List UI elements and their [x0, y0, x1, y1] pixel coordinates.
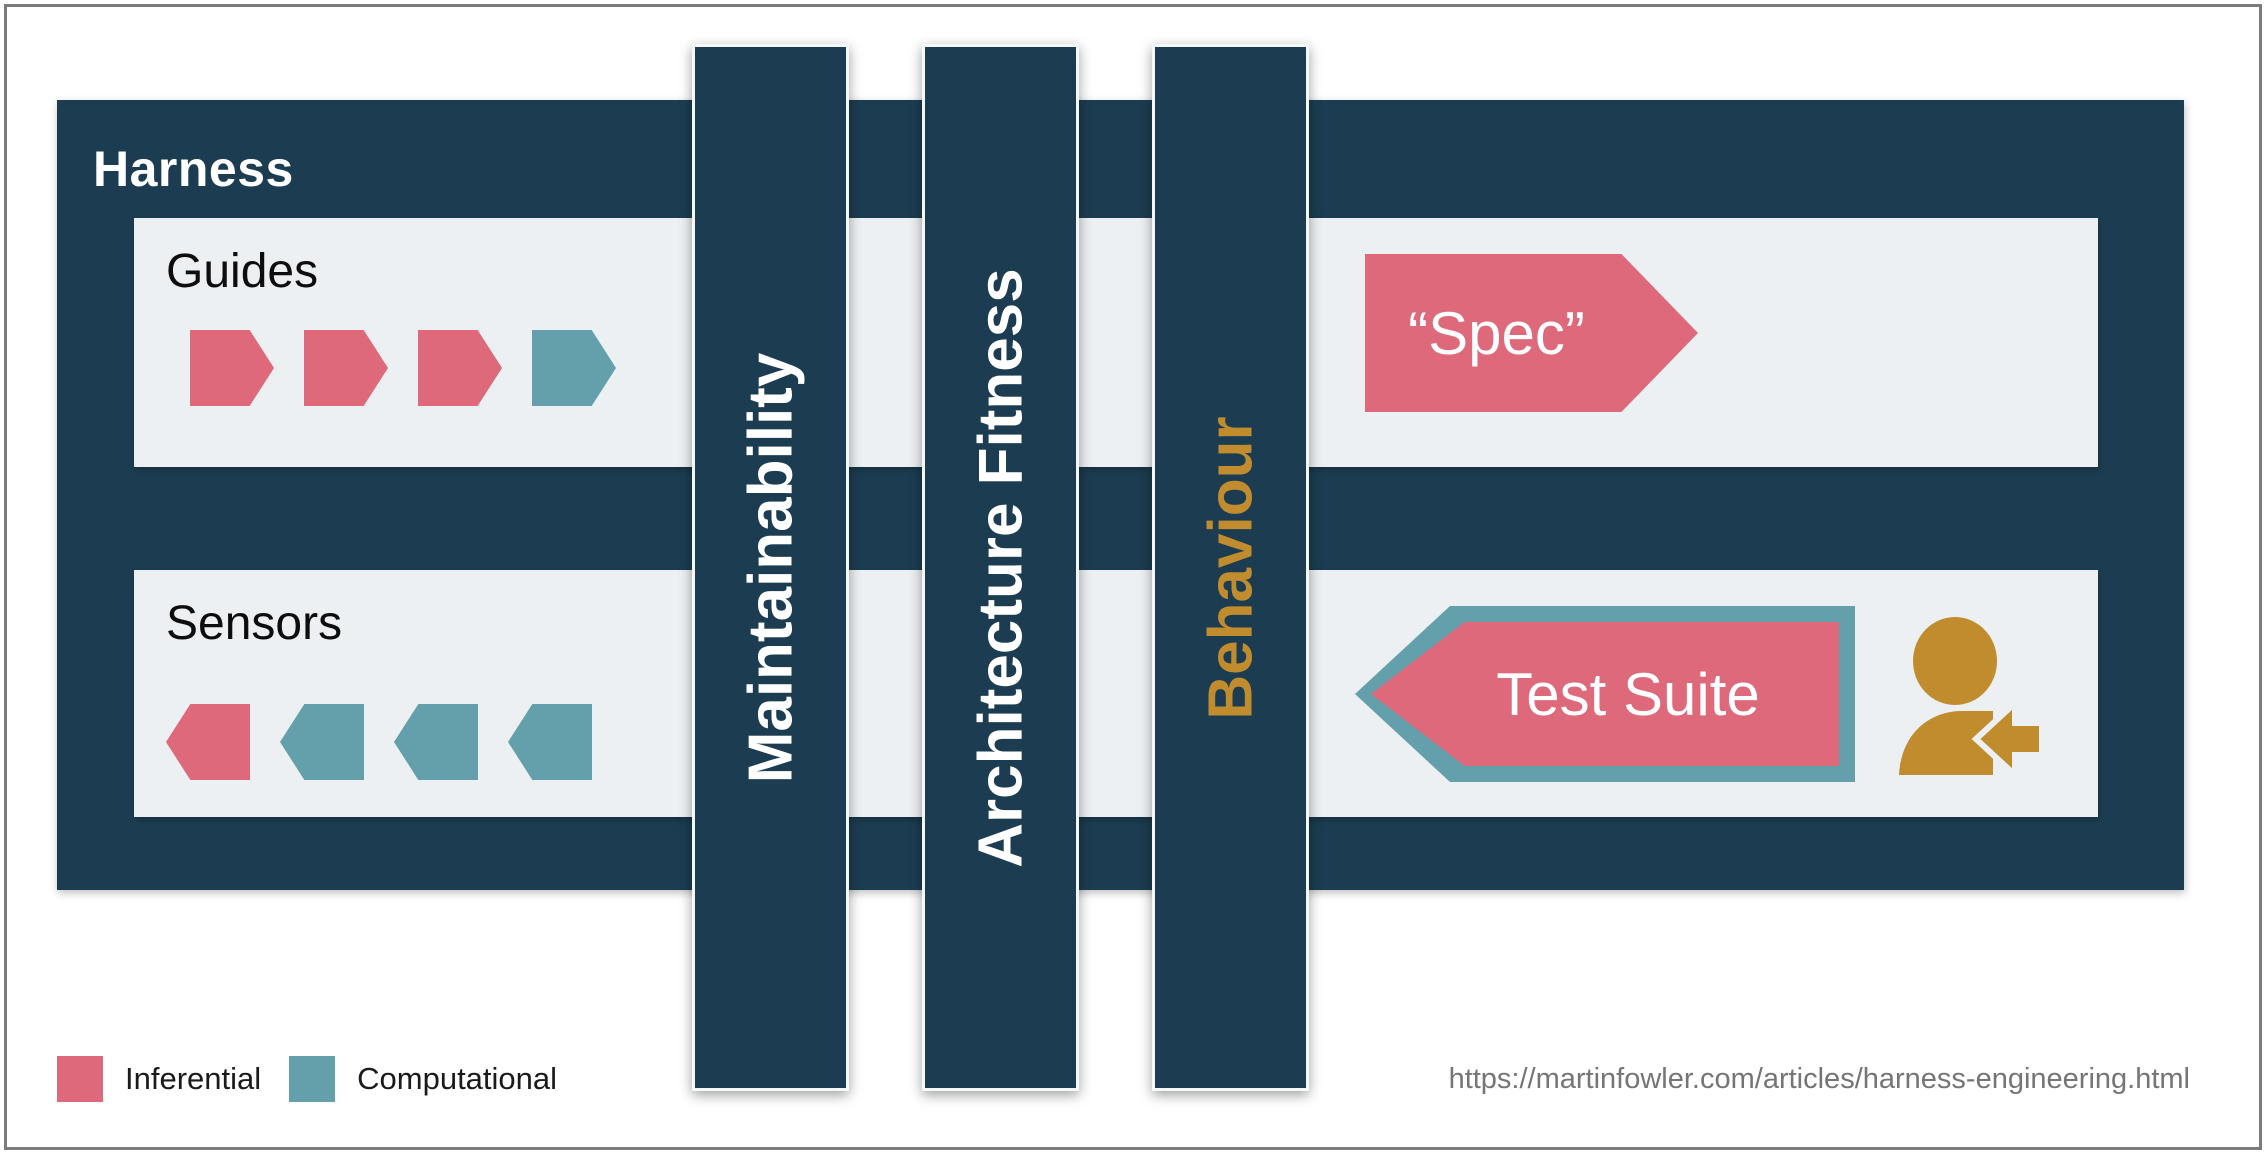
person-head — [1913, 617, 1997, 705]
guide-arrow-2 — [304, 330, 388, 406]
tester-person-icon — [1899, 617, 2042, 775]
bar-architecture-fitness-label: Architecture Fitness — [966, 267, 1035, 868]
bar-behaviour-label: Behaviour — [1196, 415, 1265, 720]
bar-maintainability-label: Maintainability — [736, 352, 805, 783]
guides-row: Guides “Spec” — [134, 218, 2098, 467]
url-caption: https://martinfowler.com/articles/harnes… — [1448, 1062, 2190, 1095]
guide-arrow-1 — [190, 330, 274, 406]
bar-architecture-fitness: Architecture Fitness — [922, 44, 1079, 1091]
arrow-left-icon — [1971, 696, 2042, 775]
sensors-arrow-row — [166, 704, 592, 780]
legend-swatch-computational — [289, 1056, 336, 1102]
harness-title: Harness — [93, 141, 294, 197]
bar-maintainability: Maintainability — [692, 44, 849, 1091]
legend-swatch-inferential — [57, 1056, 103, 1102]
guides-label: Guides — [166, 245, 319, 298]
test-suite-arrow: Test Suite — [1355, 606, 1855, 782]
bar-behaviour: Behaviour — [1152, 44, 1309, 1091]
guide-arrow-3 — [418, 330, 502, 406]
harness-panel: Harness Guides “Spec” Sensors — [57, 100, 2184, 890]
sensors-label: Sensors — [166, 597, 343, 650]
legend-label-computational: Computational — [357, 1061, 558, 1096]
test-suite-arrow-inner: Test Suite — [1371, 622, 1839, 766]
sensor-arrow-4 — [508, 704, 592, 780]
legend: Inferential Computational — [57, 1056, 557, 1102]
sensors-row: Sensors Test Suite — [134, 570, 2098, 817]
person-body — [1899, 711, 1993, 775]
spec-label: “Spec” — [1408, 299, 1585, 367]
test-suite-label: Test Suite — [1496, 660, 1760, 728]
legend-label-inferential: Inferential — [125, 1061, 262, 1096]
sensor-arrow-1 — [166, 704, 250, 780]
sensor-arrow-2 — [280, 704, 364, 780]
legend-item-inferential: Inferential — [57, 1056, 261, 1102]
guides-arrow-row — [190, 330, 616, 406]
spec-arrow: “Spec” — [1365, 254, 1698, 412]
sensor-arrow-3 — [394, 704, 478, 780]
legend-item-computational: Computational — [289, 1056, 557, 1102]
guide-arrow-4 — [532, 330, 616, 406]
